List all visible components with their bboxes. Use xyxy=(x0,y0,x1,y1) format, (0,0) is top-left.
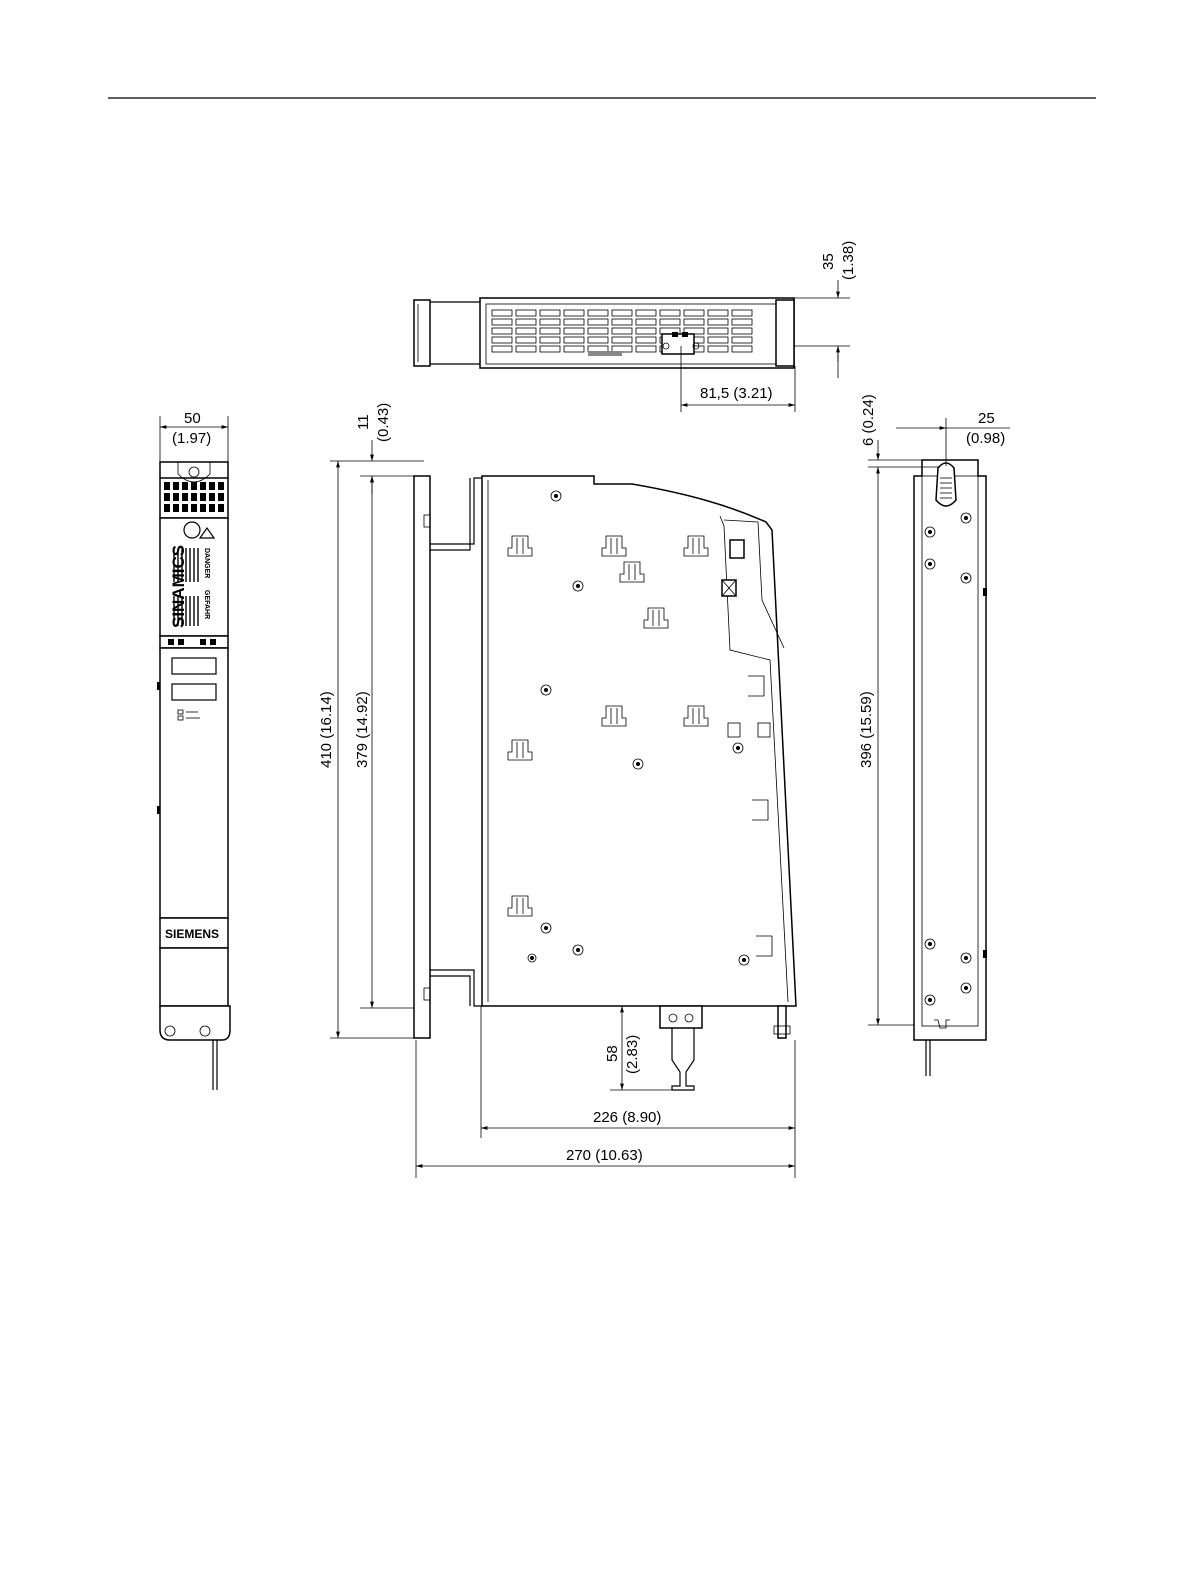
side-view xyxy=(414,476,796,1090)
dim-side-depth-inner-value: 226 (8.90) xyxy=(593,1109,661,1126)
dim-back-top-offset: 6 (0.24) xyxy=(860,394,940,467)
dim-side-inner-height-value: 379 (14.92) xyxy=(354,691,371,768)
dim-back-width-value: 25 xyxy=(978,410,995,427)
dim-top-depth-value: 35 xyxy=(820,253,837,270)
dim-bottom-connector-value: 58 xyxy=(604,1045,621,1062)
dim-back-width: 25 (0.98) xyxy=(896,410,1010,466)
dim-side-top-offset: 11 (0.43) xyxy=(330,403,424,494)
dim-back-height: 396 (15.59) xyxy=(858,467,914,1025)
dim-top-depth: 35 (1.38) xyxy=(794,241,857,378)
dim-top-depth-inch: (1.38) xyxy=(840,241,857,280)
dim-side-top-offset-inch: (0.43) xyxy=(375,403,392,442)
dim-front-width-value: 50 xyxy=(184,410,201,427)
back-view xyxy=(914,460,987,1076)
dim-bottom-connector-inch: (2.83) xyxy=(624,1035,641,1074)
dim-side-total-height: 410 (16.14) xyxy=(318,461,424,1038)
dim-side-inner-height: 379 (14.92) xyxy=(354,476,414,1008)
dim-side-top-offset-value: 11 xyxy=(355,414,372,430)
dim-front-width: 50 (1.97) xyxy=(160,410,228,462)
dim-top-offset-value: 81,5 (3.21) xyxy=(700,385,773,402)
top-view xyxy=(414,298,794,368)
dim-back-top-offset-value: 6 (0.24) xyxy=(860,394,877,446)
dim-side-total-height-value: 410 (16.14) xyxy=(318,691,335,768)
dim-side-depth-total-value: 270 (10.63) xyxy=(566,1147,643,1164)
dim-back-height-value: 396 (15.59) xyxy=(858,691,875,768)
dim-front-width-inch: (1.97) xyxy=(172,430,211,447)
dim-back-width-inch: (0.98) xyxy=(966,430,1005,447)
front-view: SINAMICS DANGER GEFAHR SIEMENS xyxy=(157,462,230,1090)
front-brand-manufacturer: SIEMENS xyxy=(165,927,219,941)
front-warning-de: GEFAHR xyxy=(203,590,210,619)
front-warning-en: DANGER xyxy=(203,548,210,578)
